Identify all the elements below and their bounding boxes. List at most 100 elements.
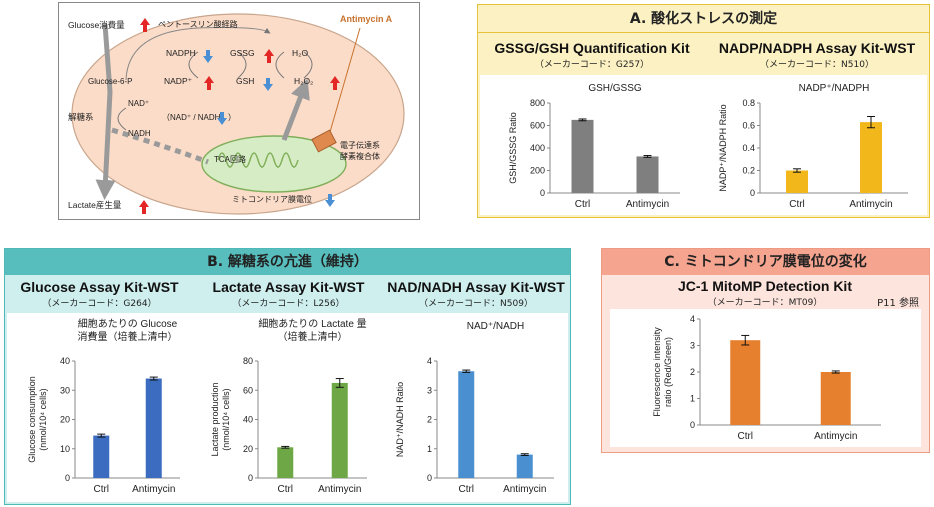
label-tca: TCA回路 — [214, 154, 246, 164]
x-tick-label: Antimycin — [626, 199, 669, 210]
y-axis-label: Lactate production — [210, 382, 220, 456]
y-tick-label: 40 — [243, 415, 253, 425]
down-arrow-icon — [263, 78, 273, 91]
bar — [636, 156, 659, 193]
panel-c-title: C. ミトコンドリア膜電位の変化 — [602, 249, 929, 275]
x-tick-label: Ctrl — [789, 199, 805, 210]
y-tick-label: 30 — [60, 385, 70, 395]
label-nad-ratio: （NAD⁺ / NADH — [162, 113, 221, 122]
y-tick-label: 0 — [750, 188, 755, 198]
pentose-pathway-curve — [125, 27, 271, 81]
kit-name-gssg: GSSG/GSH Quantification Kit — [494, 40, 690, 56]
label-antimycin: Antimycin A — [340, 14, 393, 24]
y-tick-label: 200 — [530, 166, 545, 176]
x-tick-label: Ctrl — [277, 484, 293, 495]
y-tick-label: 0 — [690, 420, 695, 430]
mitochondrion-shape — [201, 135, 347, 193]
label-lactate-production: Lactate産生量 — [68, 200, 122, 210]
y-tick-label: 4 — [690, 314, 695, 324]
label-glycolysis: 解糖系 — [68, 112, 94, 122]
gsh-cycle-left — [275, 51, 285, 79]
y-axis-label-2: (nmol/10⁴ cells) — [221, 388, 231, 450]
bar — [730, 340, 761, 425]
label-h2o: H₂O — [292, 48, 308, 58]
y-tick-label: 80 — [243, 356, 253, 366]
chart-title: NADP⁺/NADPH — [799, 83, 870, 94]
chart-title: 細胞あたりの Lactate 量 — [258, 317, 366, 330]
y-tick-label: 800 — [530, 98, 545, 108]
tca-dashed-arrow — [111, 127, 209, 165]
y-tick-label: 3 — [690, 341, 695, 351]
up-arrow-icon — [330, 76, 340, 90]
label-nad-plus: NAD⁺ — [128, 99, 149, 108]
y-tick-label: 2 — [690, 367, 695, 377]
glycolysis-arrow — [95, 23, 116, 200]
nad-cycle — [117, 107, 127, 131]
antimycin-line — [329, 27, 361, 133]
down-arrow-icon — [217, 112, 227, 125]
y-tick-label: 0 — [248, 473, 253, 483]
up-arrow-icon — [204, 76, 214, 90]
y-tick-label: 0 — [540, 188, 545, 198]
chart-title: GSH/GSSG — [588, 83, 642, 94]
label-nadh: NADH — [128, 129, 151, 138]
y-tick-label: 600 — [530, 121, 545, 131]
chart-title: 細胞あたりの Glucose — [78, 317, 178, 330]
chart-glucose-consumption: 細胞あたりの Glucose消費量（培養上清中）010203040Glucose… — [27, 317, 180, 495]
label-glucose-consumption: Glucose消費量 — [68, 20, 125, 30]
panel-oxidative-stress: A. 酸化ストレスの測定 GSSG/GSH Quantification Kit… — [477, 4, 930, 218]
y-tick-label: 10 — [60, 444, 70, 454]
x-tick-label: Antimycin — [132, 484, 175, 495]
page-reference: P11 参照 — [877, 298, 919, 309]
chart-title: NAD⁺/NADH — [467, 321, 525, 332]
label-etc-line1: 電子伝達系 — [340, 140, 380, 150]
up-arrow-icon — [264, 49, 274, 63]
label-pentose-pathway: ペントースリン酸経路 — [158, 19, 238, 29]
nadp-cycle-left — [188, 51, 199, 79]
kit-name-nadp: NADP/NADPH Assay Kit-WST — [718, 40, 916, 56]
x-tick-label: Antimycin — [503, 484, 546, 495]
label-etc-line2: 酵素複合体 — [340, 151, 380, 161]
chart-lactate-production: 細胞あたりの Lactate 量（培養上清中）020406080Lactate … — [210, 317, 367, 495]
etc-complex-icon — [311, 129, 337, 153]
up-arrow-icon — [140, 18, 150, 32]
bar — [516, 454, 533, 478]
label-glucose-6p: Glucose-6-P — [88, 77, 132, 86]
y-tick-label: 0.8 — [742, 98, 755, 108]
y-tick-label: 0 — [65, 473, 70, 483]
kit-name-nad: NAD/NADH Assay Kit-WST — [387, 279, 565, 295]
kit-code-nadp: （メーカーコード：N510） — [760, 60, 874, 70]
bar — [786, 170, 808, 193]
label-h2o2: H₂O₂ — [294, 76, 313, 86]
bar — [458, 371, 475, 478]
y-axis-label-2: (nmol/10⁴ cells) — [38, 388, 48, 450]
down-arrow-icon — [203, 50, 213, 63]
chart-subtitle: （培養上清中） — [278, 330, 348, 343]
y-tick-label: 0 — [427, 473, 432, 483]
label-nadph: NADPH — [166, 48, 196, 58]
y-tick-label: 20 — [60, 415, 70, 425]
bar — [145, 378, 162, 478]
x-tick-label: Antimycin — [849, 199, 892, 210]
y-axis-label: NADP⁺/NADPH Ratio — [718, 104, 728, 191]
kit-code-glucose: （メーカーコード：G264） — [42, 299, 157, 309]
bar — [277, 447, 294, 478]
kit-code-jc1: （メーカーコード：MT09） — [707, 298, 823, 308]
kit-name-lactate: Lactate Assay Kit-WST — [212, 279, 365, 295]
bar — [820, 372, 851, 425]
panel-a-title: A. 酸化ストレスの測定 — [478, 5, 929, 33]
x-tick-label: Antimycin — [318, 484, 361, 495]
y-axis-label: GSH/GSSG Ratio — [508, 112, 518, 184]
y-tick-label: 40 — [60, 356, 70, 366]
y-tick-label: 1 — [690, 394, 695, 404]
y-tick-label: 0.6 — [742, 121, 755, 131]
y-tick-label: 1 — [427, 444, 432, 454]
y-axis-label: NAD⁺/NADH Ratio — [395, 382, 405, 457]
up-arrow-icon — [139, 200, 149, 214]
y-axis-label: Glucose consumption — [27, 376, 37, 463]
